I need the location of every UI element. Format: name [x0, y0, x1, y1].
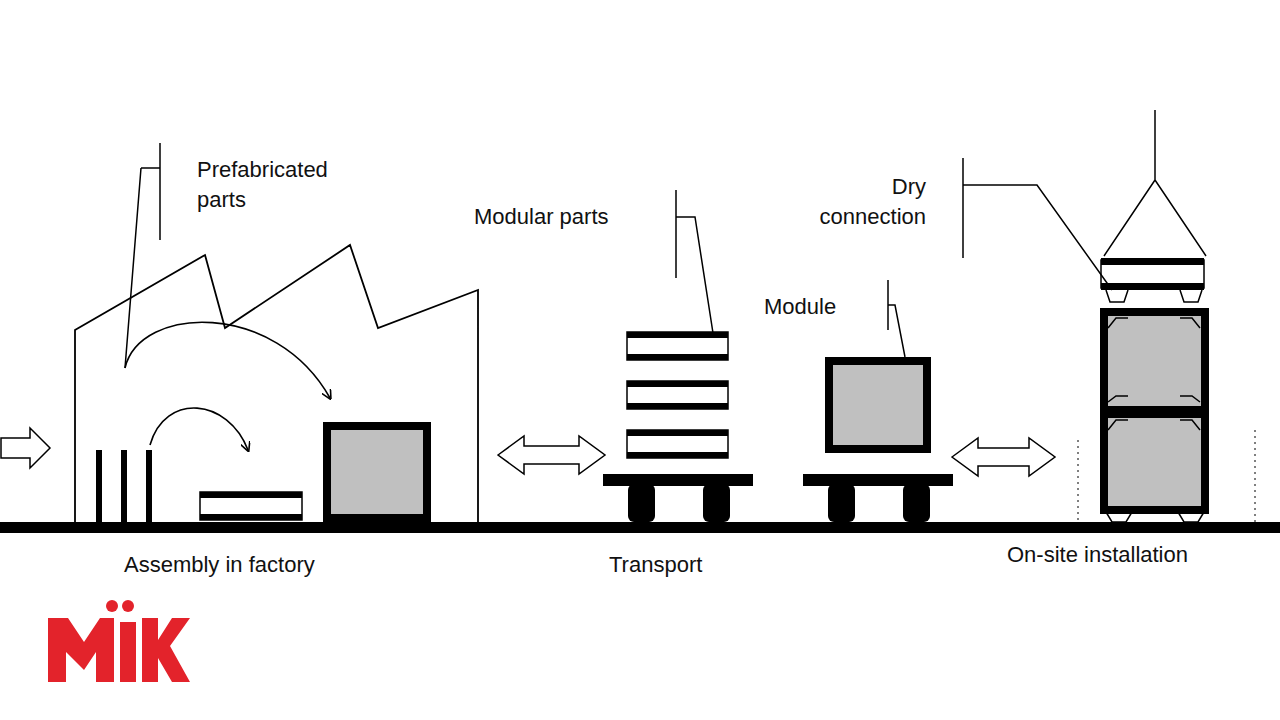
modular-part-edge: [627, 381, 728, 387]
leader-line: [676, 190, 713, 333]
logo-shape: [120, 622, 136, 682]
modular-part: [627, 381, 728, 409]
part-label: Modular parts: [474, 204, 674, 230]
connector-detail: [1106, 318, 1204, 522]
truck-wheel: [628, 484, 655, 522]
part-label: Module: [764, 294, 884, 320]
modular-part-edge: [1101, 258, 1204, 265]
prefab-part: [96, 450, 102, 522]
stage-label: Transport: [609, 552, 702, 578]
stage-label: Assembly in factory: [124, 552, 315, 578]
part-label: Prefabricated parts: [197, 155, 367, 215]
module-box: [327, 426, 427, 518]
logo-dot: [122, 600, 134, 612]
ground-line: [0, 522, 1280, 533]
prefab-part: [121, 450, 127, 522]
modular-part-edge: [627, 452, 728, 458]
modular-part-stack: [627, 332, 728, 458]
crane-sling: [1104, 110, 1206, 256]
logo-dot: [106, 600, 118, 612]
modular-part: [200, 492, 302, 520]
truck-wheel: [703, 484, 730, 522]
leader-line: [888, 280, 905, 357]
leader-line: [125, 143, 160, 368]
truck-wheel: [828, 484, 855, 522]
flow-arrow: [150, 408, 248, 450]
stage-zone: On-site installation: [1055, 100, 1260, 590]
truck-platform: [803, 474, 953, 486]
stage-zone: Transport: [605, 100, 952, 590]
truck-platform: [603, 474, 753, 486]
flow-double-arrow: [952, 438, 1055, 476]
site-boundary: [1255, 430, 1256, 522]
logo-shape: [48, 618, 114, 682]
flow-double-arrow: [498, 436, 605, 474]
modular-part-edge: [200, 514, 302, 520]
factory-outline: [75, 245, 478, 522]
modular-part-edge: [627, 354, 728, 360]
modular-part-edge: [627, 430, 728, 436]
module-box: [829, 361, 927, 449]
modular-part-edge: [200, 492, 302, 498]
stage-label: On-site installation: [1007, 542, 1188, 568]
modular-part: [627, 430, 728, 458]
leader-line: [963, 158, 1112, 290]
modular-part-edge: [627, 403, 728, 409]
prefab-part: [146, 450, 152, 522]
dry-connector: [1106, 290, 1202, 302]
flow-arrow: [125, 322, 330, 398]
modular-part: [627, 332, 728, 360]
input-arrow: [1, 428, 50, 468]
modular-part-edge: [1101, 283, 1204, 290]
module-box: [1104, 414, 1205, 510]
logo: [48, 600, 190, 682]
logo-shape: [142, 618, 190, 682]
truck-wheel: [903, 484, 930, 522]
site-boundary: [1078, 440, 1079, 522]
part-label: Dry connection: [796, 172, 926, 232]
